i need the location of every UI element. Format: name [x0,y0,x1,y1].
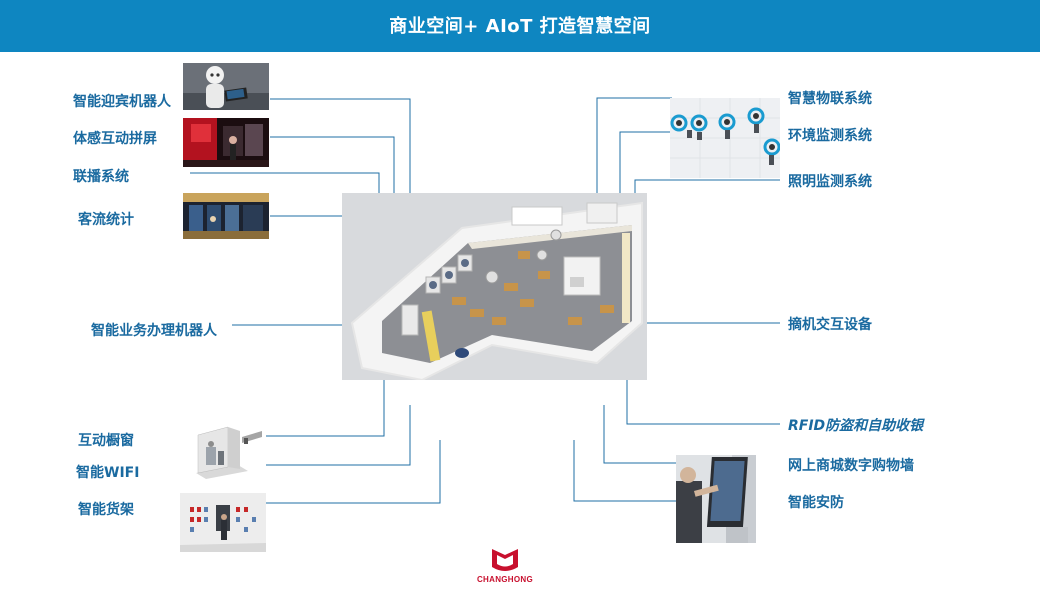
label-traffic-count: 客流统计 [78,212,134,228]
label-smart-wifi: 智能WIFI [76,465,140,481]
connector-mall-wall [603,405,676,464]
label-iot-system: 智慧物联系统 [788,91,872,107]
header-bar: 商业空间+ AIoT 打造智慧空间 [0,0,1040,52]
smart-shelf-image [180,493,266,552]
connector-light [634,179,780,290]
label-mall-wall: 网上商城数字购物墙 [788,458,914,474]
changhong-logo: CHANGHONG [470,545,540,587]
welcome-robot-image [183,63,269,110]
label-interactive-window: 互动橱窗 [78,433,134,449]
connector-window [265,375,385,437]
label-pickup-interaction: 摘机交互设备 [788,317,872,333]
interactive-window-image [178,425,266,480]
connector-iot [596,97,672,210]
label-smart-security: 智能安防 [788,495,844,511]
logo-text: CHANGHONG [476,575,534,584]
page-title: 商业空间+ AIoT 打造智慧空间 [389,16,651,37]
label-broadcast-system: 联播系统 [73,169,129,185]
label-rfid-checkout: RFID防盗和自助收银 [788,418,924,434]
floor-plan [342,193,647,382]
traffic-count-image [183,193,269,239]
connector-security [573,440,676,502]
mall-wall-image [676,455,756,543]
iot-people-image [670,98,780,178]
connector-shelf [265,440,441,504]
label-lighting-monitor: 照明监测系统 [788,174,872,190]
changhong-logo-icon [492,549,518,571]
label-welcome-robot: 智能迎宾机器人 [73,94,171,110]
label-business-robot: 智能业务办理机器人 [91,323,217,339]
connector-wifi [265,405,411,466]
somatosensory-screen-image [183,118,269,167]
label-somatosensory-screen: 体感互动拼屏 [73,131,157,147]
label-smart-shelf: 智能货架 [78,502,134,518]
connector-rfid [626,375,780,425]
label-environment-monitor: 环境监测系统 [788,128,872,144]
